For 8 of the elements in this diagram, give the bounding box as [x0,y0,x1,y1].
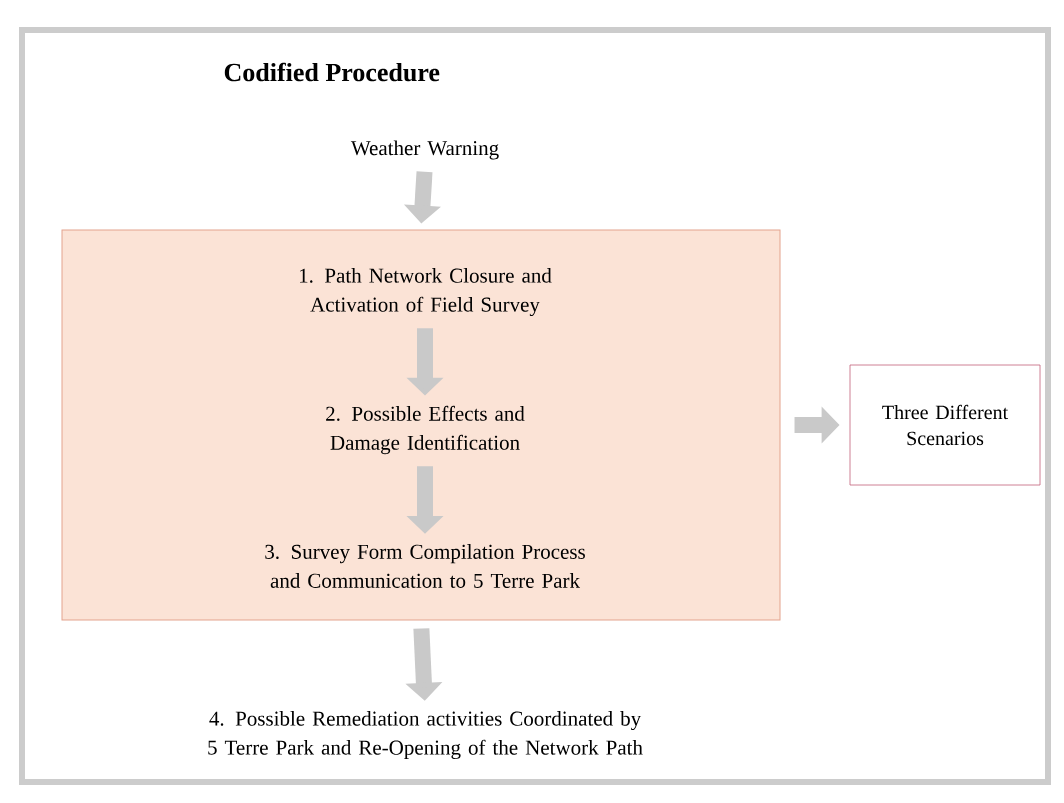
process-panel [61,229,781,621]
outcome-box: Three Different Scenarios [849,364,1041,486]
step-text: 3. Survey Form Compilation Process and Communication to 5 Terre Park [265,544,585,588]
step-text: 1. Path Network Closure and Activation of Field Survey [300,267,552,317]
step-text: 4. Possible Remediation activities Coordinated by 5 Terre Park and Re-Opening of the Network Path [208,710,643,760]
title: Codified Procedure [224,62,440,82]
step-text: Weather Warning [350,140,499,160]
step-text: 2. Possible Effects and Damage Identification [326,405,525,455]
